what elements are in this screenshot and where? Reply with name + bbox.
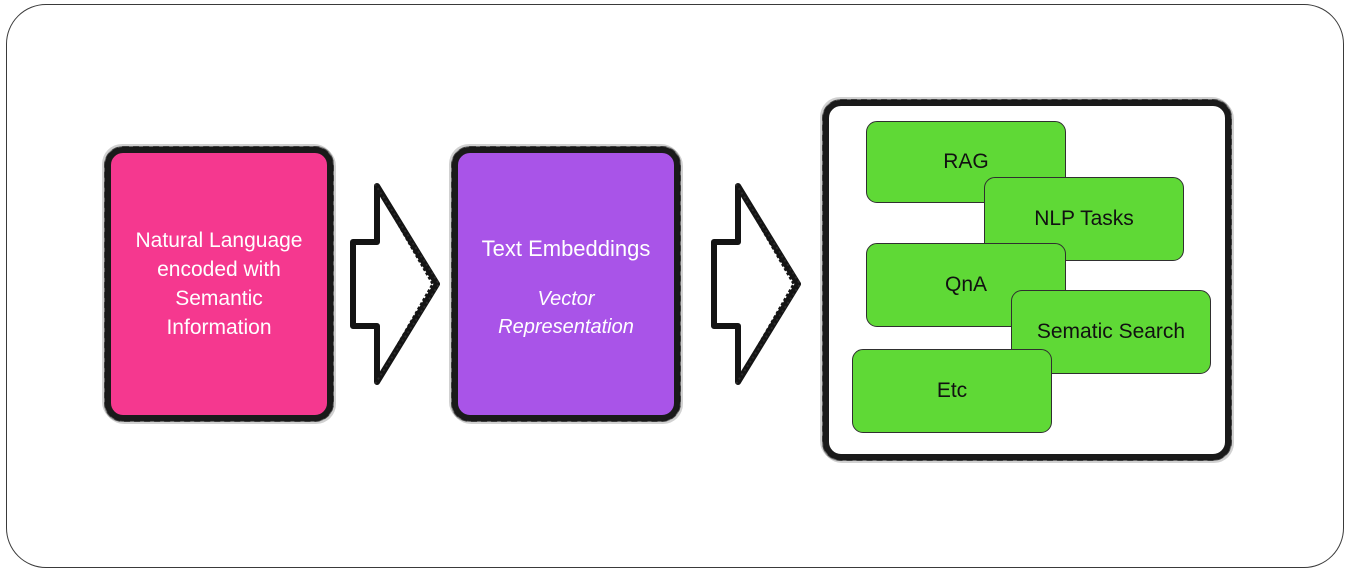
natural-language-line: Semantic: [175, 287, 263, 310]
arrow-right-icon: [350, 183, 441, 385]
vector-representation-line: Representation: [498, 316, 634, 338]
arrow-right-icon: [711, 183, 802, 385]
natural-language-line: Information: [166, 316, 272, 339]
text-embeddings-box: Text Embeddings Vector Representation: [451, 146, 681, 422]
natural-language-text: Natural Language encoded with Semantic I…: [128, 226, 311, 342]
application-etc: Etc: [852, 349, 1052, 433]
natural-language-box: Natural Language encoded with Semantic I…: [104, 146, 334, 422]
text-embeddings-title: Text Embeddings: [481, 236, 651, 261]
natural-language-line: encoded with: [157, 258, 281, 281]
natural-language-line: Natural Language: [135, 229, 303, 252]
vector-representation-line: Vector: [537, 288, 595, 310]
vector-representation-text: Vector Representation: [498, 285, 634, 341]
